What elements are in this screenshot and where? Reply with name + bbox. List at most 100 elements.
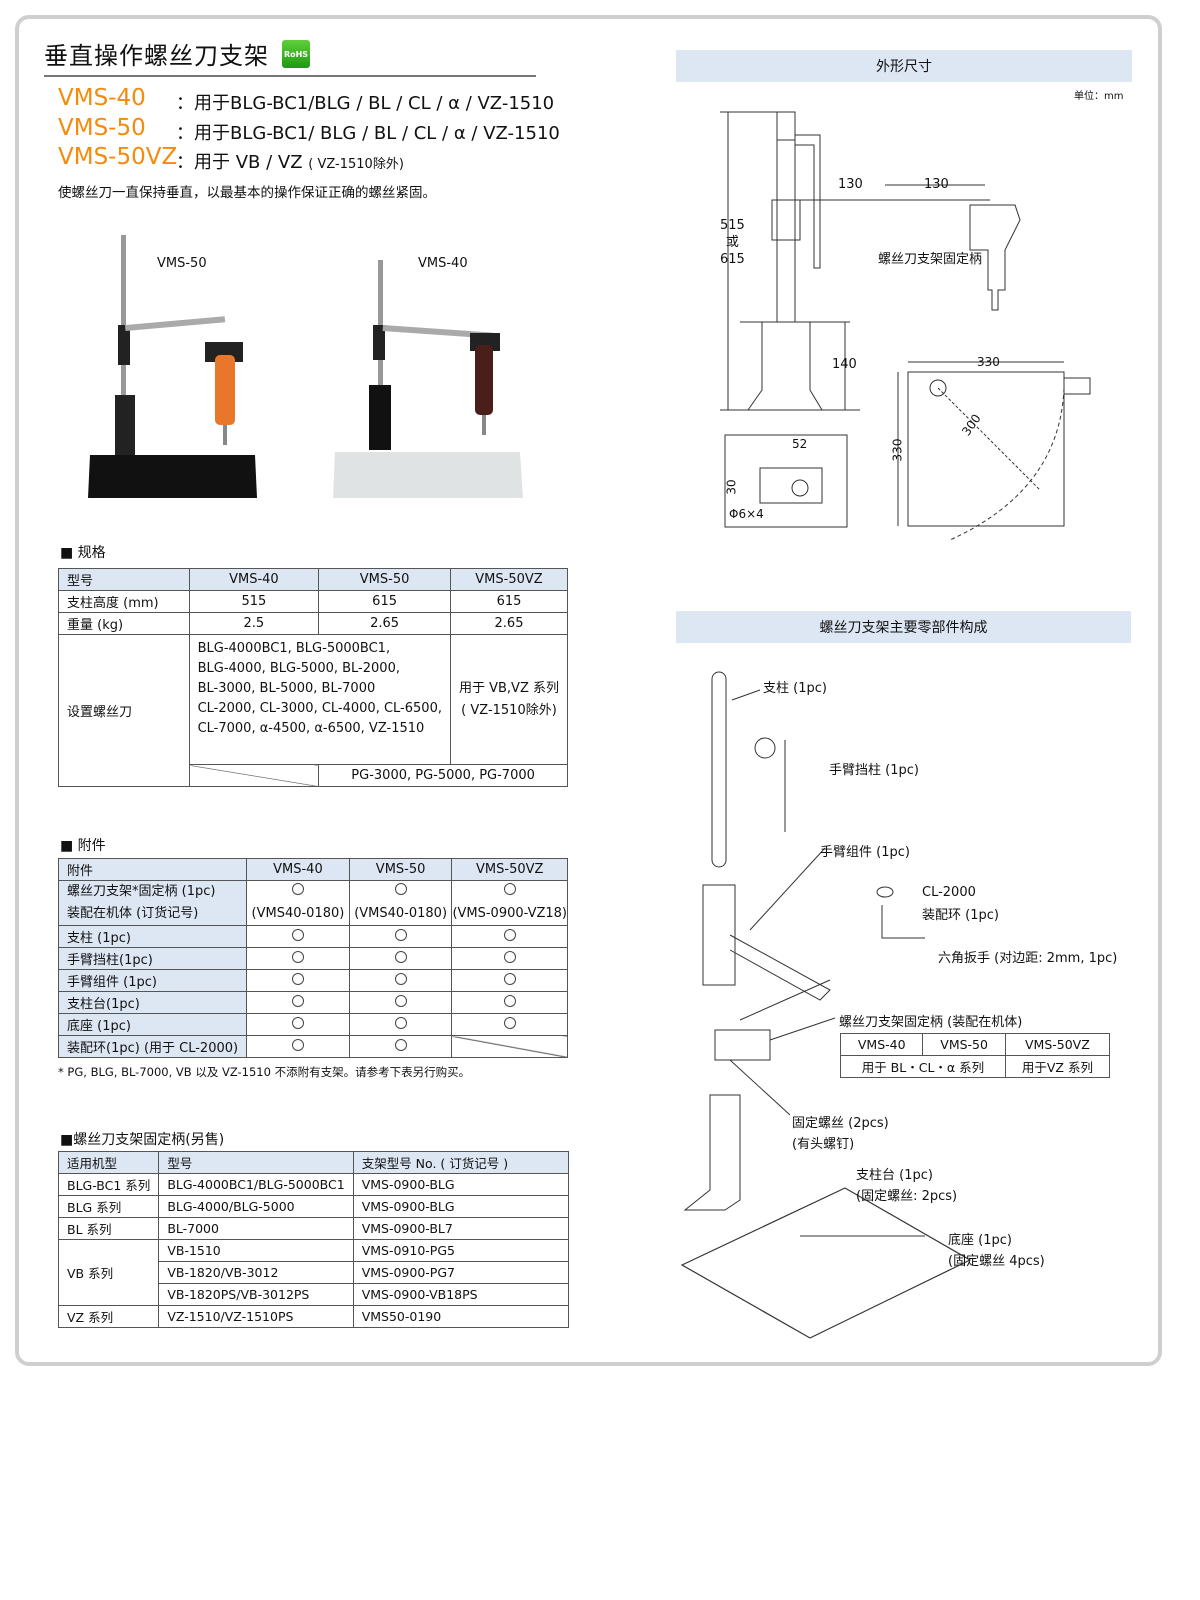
included-circle xyxy=(394,883,407,895)
vms40-photo xyxy=(333,260,523,498)
cell: VMS-50 xyxy=(922,1033,1006,1056)
cell: BL-7000 xyxy=(158,1217,354,1240)
use-text: ：用于 VB / VZ xyxy=(176,152,303,173)
cell xyxy=(348,1013,453,1036)
cell: 2.65 xyxy=(318,612,451,635)
spec-header: 型号 xyxy=(58,568,190,591)
cell: BLG 系列 xyxy=(57,1195,160,1218)
cell: BLG-4000BC1/BLG-5000BC1 xyxy=(158,1173,354,1196)
empty-cell xyxy=(451,1035,568,1058)
cell: VMS-50VZ xyxy=(1004,1033,1111,1056)
vz-line: 用于 VB,VZ 系列 xyxy=(458,680,559,696)
holder-dim-label: 螺丝刀支架固定柄 xyxy=(878,252,983,267)
cell: VMS-0900-PG7 xyxy=(352,1261,570,1284)
cell xyxy=(246,991,350,1014)
page-card xyxy=(15,15,1162,1366)
included-circle xyxy=(503,994,516,1007)
cell: VZ 系列 xyxy=(57,1305,160,1328)
vms50-photo xyxy=(88,235,257,498)
unit-label: 单位：mm xyxy=(1074,91,1124,102)
cell xyxy=(451,1013,568,1036)
accessories-heading: ■ 附件 xyxy=(60,838,106,854)
cell: 底座 (1pc) xyxy=(57,1013,248,1036)
included-circle xyxy=(394,928,407,941)
page-title: 垂直操作螺丝刀支架 xyxy=(44,42,269,70)
or: 或 xyxy=(725,235,739,250)
cell xyxy=(451,925,568,948)
bracket-height-label: 30 xyxy=(724,479,739,495)
vz-note: 用于 VB,VZ 系列 ( VZ-1510除外) xyxy=(449,634,569,765)
base-height-label: 140 xyxy=(832,357,857,372)
cell: 用于VZ 系列 xyxy=(1004,1055,1111,1078)
holder-line: 装配在机体 (订货记号) xyxy=(67,906,199,921)
included-circle xyxy=(503,950,516,963)
cell: (VMS40-0180) xyxy=(246,880,350,926)
h1: 515 xyxy=(720,218,745,233)
cell xyxy=(246,1035,350,1058)
cell: 615 xyxy=(318,590,451,613)
parts-title: 螺丝刀支架主要零部件构成 xyxy=(676,611,1131,643)
vz-line: ( VZ-1510除外) xyxy=(461,702,557,718)
model-vms40-use: ：用于BLG-BC1/BLG / BL / CL / α / VZ-1510 xyxy=(176,93,555,114)
part-arm-stop: 手臂挡柱 (1pc) xyxy=(829,763,919,778)
table-row: 支柱台(1pc) xyxy=(57,991,568,1014)
dimensions-title: 外形尺寸 xyxy=(676,50,1132,82)
cell: 手臂组件 (1pc) xyxy=(57,969,248,992)
cell: (VMS40-0180) xyxy=(348,880,453,926)
included-circle xyxy=(503,1016,516,1029)
cell: 用于 BL・CL・α 系列 xyxy=(840,1055,1006,1078)
cell: 2.65 xyxy=(449,612,569,635)
hole-label: Φ6×4 xyxy=(729,507,764,521)
model-vms40: VMS-40 xyxy=(58,85,146,111)
part-stand: 支柱台 (1pc) xyxy=(856,1168,933,1183)
cell: 装配环(1pc) (用于 CL-2000) xyxy=(57,1035,248,1058)
base-depth-label: 330 xyxy=(890,438,905,462)
cell: 支柱高度 (mm) xyxy=(58,590,190,613)
table-row: 手臂挡柱(1pc) xyxy=(57,947,568,970)
part-screw: 固定螺丝 (2pcs) xyxy=(792,1116,889,1131)
included-circle xyxy=(394,1038,407,1051)
driver-line: BLG-4000BC1, BLG-5000BC1, xyxy=(197,641,391,656)
cell xyxy=(246,925,350,948)
cell: 重量 (kg) xyxy=(58,612,190,635)
driver-line: BL-3000, BL-5000, BL-7000 xyxy=(197,681,376,696)
driver-list: BLG-4000BC1, BLG-5000BC1,BLG-4000, BLG-5… xyxy=(188,634,451,765)
table-row: 装配环(1pc) (用于 CL-2000) xyxy=(57,1035,568,1058)
cell xyxy=(348,947,453,970)
spec-header: VMS-50VZ xyxy=(449,568,569,591)
included-circle xyxy=(291,1016,304,1029)
cell xyxy=(348,1035,453,1058)
product-photos xyxy=(88,235,523,498)
cell xyxy=(246,1013,350,1036)
table-row: 底座 (1pc) xyxy=(57,1013,568,1036)
cell: VMS-0900-BLG xyxy=(352,1173,570,1196)
model-vms50vz-use: ：用于 VB / VZ ( VZ-1510除外) xyxy=(176,148,404,174)
holders-heading: ■螺丝刀支架固定柄(另售) xyxy=(60,1132,225,1148)
included-circle xyxy=(291,928,304,941)
cell: VB 系列 xyxy=(57,1239,160,1306)
bracket-width-label: 52 xyxy=(792,437,808,451)
part-wrench: 六角扳手 (对边距: 2mm, 1pc) xyxy=(938,951,1118,966)
parts-drawing xyxy=(680,671,972,1339)
cell: VMS50-0190 xyxy=(352,1305,570,1328)
part-pole: 支柱 (1pc) xyxy=(763,681,827,696)
cell xyxy=(348,991,453,1014)
driver-line: CL-2000, CL-3000, CL-4000, CL-6500, xyxy=(197,701,442,716)
cell: VB-1820/VB-3012 xyxy=(158,1261,354,1284)
width2-label: 130 xyxy=(924,177,949,192)
cell: VB-1510 xyxy=(158,1239,354,1262)
cell: VZ-1510/VZ-1510PS xyxy=(158,1305,354,1328)
cell: 支柱 (1pc) xyxy=(57,925,248,948)
acc-header: VMS-50 xyxy=(348,858,453,881)
holder-header: 型号 xyxy=(158,1151,354,1174)
cell: 2.5 xyxy=(188,612,320,635)
table-row: 手臂组件 (1pc) xyxy=(57,969,568,992)
cell: VMS-40 xyxy=(839,1033,924,1056)
empty-cell xyxy=(188,764,320,787)
included-circle xyxy=(394,950,407,963)
